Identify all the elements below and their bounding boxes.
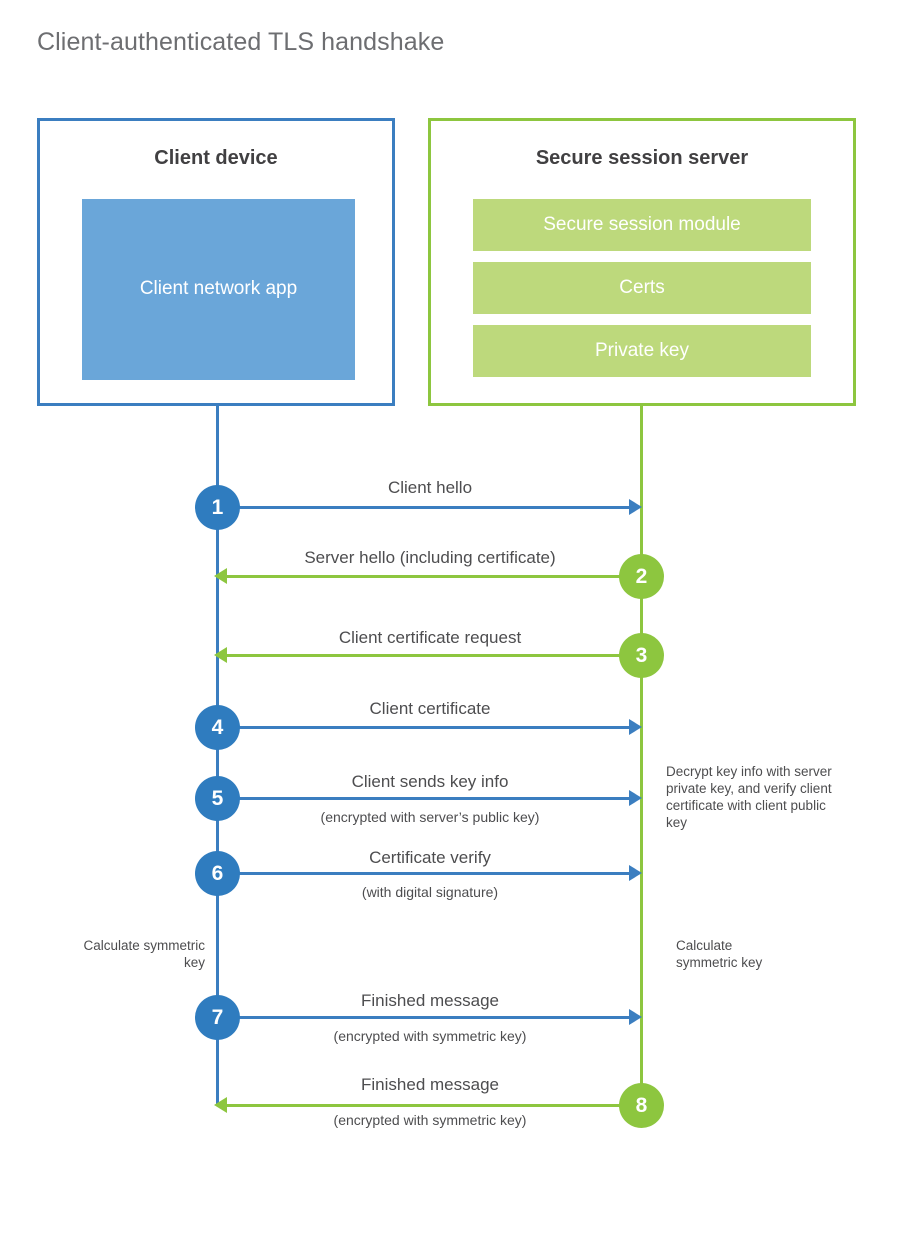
step-5-label: Client sends key info bbox=[351, 772, 509, 791]
step-4-label: Client certificate bbox=[369, 699, 491, 718]
step-2-label: Server hello (including certificate) bbox=[304, 548, 556, 567]
step-8-arrow-line bbox=[226, 1104, 642, 1107]
client-device-box: Client device Client network app bbox=[37, 118, 395, 406]
step-2-arrow-head-icon bbox=[214, 568, 227, 584]
secure-session-server-box: Secure session server Secure session mod… bbox=[428, 118, 856, 406]
step-1-circle: 1 bbox=[195, 485, 240, 530]
step-1-arrow-line bbox=[218, 506, 632, 509]
client-calculate-symmetric-key-annotation: Calculate symmetric key bbox=[83, 938, 205, 970]
step-6-sublabel: (with digital signature) bbox=[361, 884, 499, 900]
server-calculate-symmetric-key-annotation: Calculate symmetric key bbox=[676, 938, 763, 970]
step-5-circle: 5 bbox=[195, 776, 240, 821]
step-6-circle: 6 bbox=[195, 851, 240, 896]
server-block-secure-session-module: Secure session module bbox=[473, 199, 811, 251]
step-3-label: Client certificate request bbox=[338, 628, 522, 647]
step-8-circle: 8 bbox=[619, 1083, 664, 1128]
step-2-arrow-line bbox=[226, 575, 642, 578]
server-block-certs: Certs bbox=[473, 262, 811, 314]
step-7-circle: 7 bbox=[195, 995, 240, 1040]
step-4-arrow-line bbox=[218, 726, 632, 729]
step-5-sublabel: (encrypted with server’s public key) bbox=[320, 809, 540, 825]
client-network-app-block: Client network app bbox=[82, 199, 355, 380]
step-1-arrow-head-icon bbox=[629, 499, 642, 515]
step-8-label: Finished message bbox=[361, 1075, 499, 1094]
step-8-sublabel: (encrypted with symmetric key) bbox=[333, 1112, 527, 1128]
step-2-circle: 2 bbox=[619, 554, 664, 599]
step-4-circle: 4 bbox=[195, 705, 240, 750]
step-8-arrow-head-icon bbox=[214, 1097, 227, 1113]
client-lifeline bbox=[216, 406, 219, 1106]
server-lifeline bbox=[640, 406, 643, 1106]
step-3-circle: 3 bbox=[619, 633, 664, 678]
step-7-label: Finished message bbox=[361, 991, 499, 1010]
step-4-arrow-head-icon bbox=[629, 719, 642, 735]
client-device-title: Client device bbox=[154, 147, 278, 169]
step-3-arrow-head-icon bbox=[214, 647, 227, 663]
server-decrypt-annotation: Decrypt key info with server private key… bbox=[666, 764, 832, 830]
step-3-arrow-line bbox=[226, 654, 642, 657]
step-5-arrow-line bbox=[218, 797, 632, 800]
secure-session-server-title: Secure session server bbox=[535, 147, 749, 169]
page-title: Client-authenticated TLS handshake bbox=[37, 28, 445, 56]
step-7-sublabel: (encrypted with symmetric key) bbox=[333, 1028, 527, 1044]
step-7-arrow-line bbox=[218, 1016, 632, 1019]
step-1-label: Client hello bbox=[387, 478, 473, 497]
step-6-label: Certificate verify bbox=[369, 848, 491, 867]
step-7-arrow-head-icon bbox=[629, 1009, 642, 1025]
server-block-private-key: Private key bbox=[473, 325, 811, 377]
step-6-arrow-line bbox=[218, 872, 632, 875]
step-6-arrow-head-icon bbox=[629, 865, 642, 881]
step-5-arrow-head-icon bbox=[629, 790, 642, 806]
